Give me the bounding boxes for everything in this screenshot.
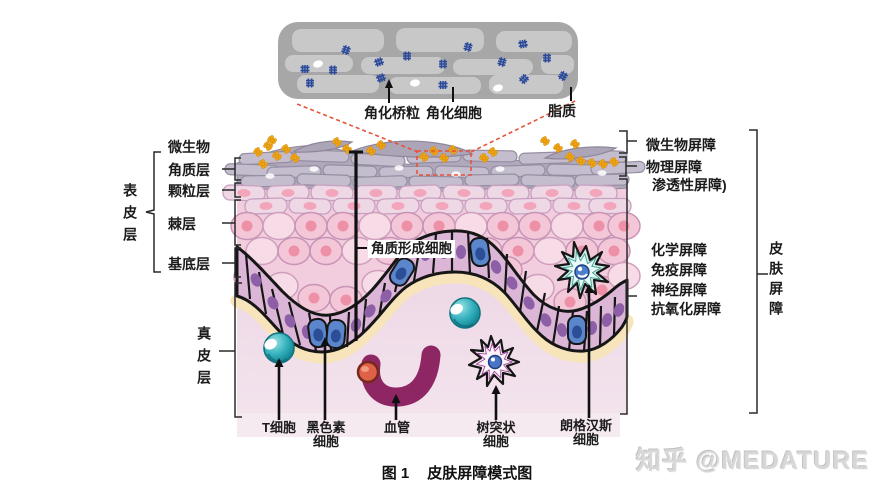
chemical-barrier-label: 化学屏障	[651, 242, 707, 258]
t-cell-label: T细胞	[262, 420, 296, 435]
microbe-label: 微生物	[168, 139, 210, 155]
neural-barrier-label: 神经屏障	[651, 282, 707, 298]
stratum-spinosum-label: 棘层	[168, 216, 196, 232]
langerhans-cell-label: 朗格汉斯 细胞	[559, 418, 612, 447]
granular-cells	[222, 184, 632, 215]
inset-pointer-lines	[388, 87, 572, 103]
lipid-label: 脂质	[548, 103, 576, 119]
blood-vessel-label: 血管	[383, 420, 410, 435]
epidermis-brace	[145, 151, 161, 273]
cell-pointer-arrows	[277, 292, 591, 420]
figure-caption: 图 1 皮肤屏障模式图	[317, 465, 597, 483]
caption-number: 图 1	[381, 465, 410, 482]
barrier-group-bracket	[619, 178, 637, 415]
granulosum-bracket	[222, 182, 241, 198]
corneocyte-label: 角化细胞	[426, 105, 482, 121]
corneodesmosome-arrowhead	[385, 79, 393, 88]
permeability-barrier-label: 渗透性屏障)	[652, 177, 727, 193]
langerhans-cell-graphic	[553, 240, 611, 300]
corneum-bracket	[222, 157, 241, 181]
dermis-bracket	[219, 282, 242, 418]
immune-barrier-label: 免疫屏障	[651, 262, 707, 278]
caption-title: 皮肤屏障模式图	[427, 465, 533, 482]
red-dashed-connector	[296, 99, 578, 176]
microbial-barrier-bracket	[619, 130, 637, 154]
skin-block-art	[222, 135, 646, 437]
stratum-granulosum-label: 颗粒层	[168, 183, 210, 199]
microbial-barrier-label: 微生物屏障	[646, 137, 716, 153]
antioxidant-barrier-label: 抗氧化屏障	[651, 301, 721, 317]
blood-vessel-graphic	[356, 345, 441, 407]
inset-corneocyte-art	[278, 22, 578, 103]
dermis-label: 真皮层	[196, 326, 213, 392]
basale-bracket	[222, 247, 241, 278]
dendritic-cell-graphic	[467, 334, 521, 388]
papilla-cell-graphic	[447, 297, 481, 329]
physical-barrier-label: 物理屏障	[646, 159, 702, 175]
watermark: 知乎 @MEDATURE	[636, 447, 870, 475]
epidermis-label: 表皮层	[122, 183, 139, 249]
dendritic-cell-label: 树突状 细胞	[476, 420, 516, 449]
keratinocyte-measure-line	[349, 150, 367, 341]
melanocyte-label: 黑色素 细胞	[306, 420, 346, 449]
physical-barrier-bracket	[619, 156, 637, 177]
t-cell-graphic	[261, 332, 295, 364]
stratum-corneum-label: 角质层	[168, 162, 210, 178]
keratinocyte-label: 角质形成细胞	[368, 240, 455, 258]
basement-membrane	[230, 270, 634, 364]
spinosum-bracket	[222, 199, 241, 246]
skin-barrier-bracket	[749, 129, 768, 414]
skin-barrier-label: 皮肤屏障	[768, 241, 785, 321]
corneodesmosome-label: 角化桥粒	[364, 105, 420, 121]
arrowheads	[274, 284, 594, 403]
stratum-basale-label: 基底层	[168, 256, 210, 272]
